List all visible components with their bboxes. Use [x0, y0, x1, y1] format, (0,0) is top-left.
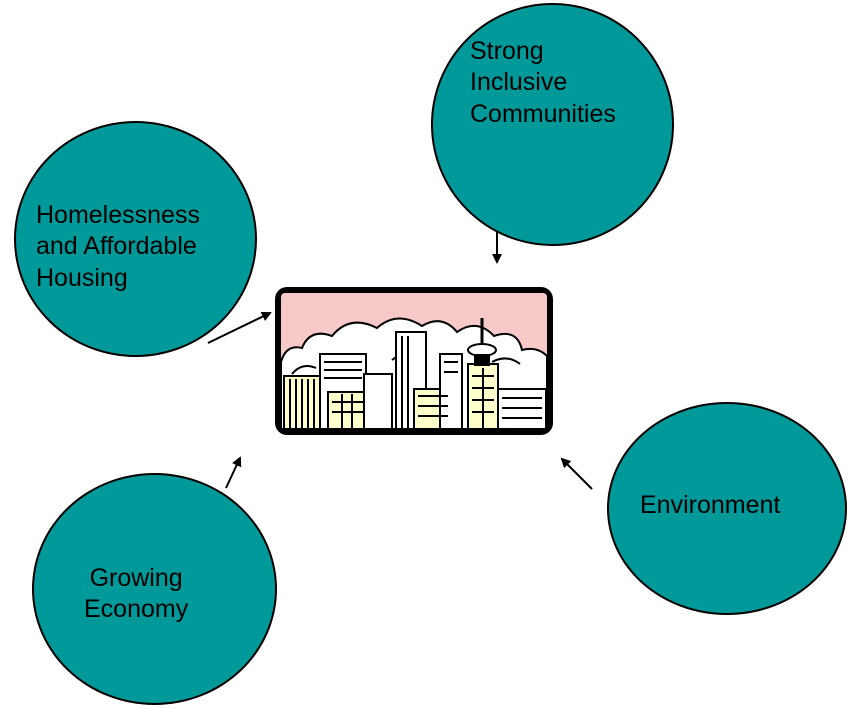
- arrow-from-growing-economy: [225, 456, 242, 489]
- circle-environment: [607, 402, 847, 615]
- circle-strong-communities: [431, 3, 674, 246]
- label-homelessness: Homelessness and Affordable Housing: [36, 201, 200, 292]
- label-environment: Environment: [640, 491, 781, 519]
- circle-growing-economy: [32, 473, 277, 705]
- arrow-from-environment: [560, 457, 593, 490]
- city-skyline-icon: [275, 287, 553, 435]
- label-growing-economy: Growing Economy: [84, 564, 189, 624]
- label-strong-communities: Strong Inclusive Communities: [470, 37, 616, 128]
- arrow-from-homelessness: [207, 311, 272, 344]
- circle-homelessness: [14, 121, 257, 357]
